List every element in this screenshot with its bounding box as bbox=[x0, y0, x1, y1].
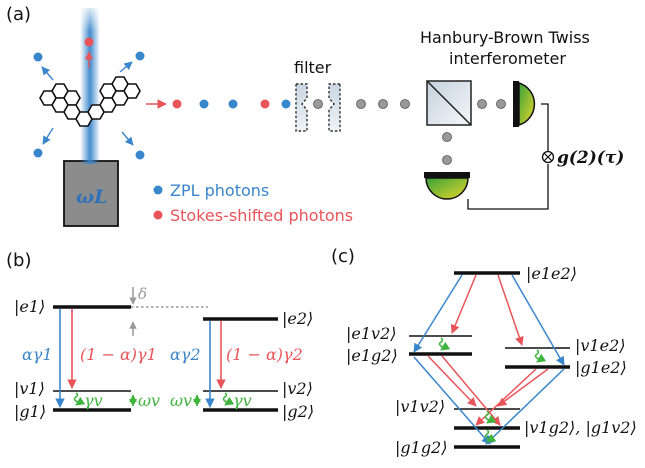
molecule-left bbox=[39, 83, 93, 127]
label-g1: |g1⟩ bbox=[14, 402, 46, 421]
vib-label-2: ωv bbox=[170, 391, 192, 410]
correlator-icon bbox=[541, 150, 555, 164]
stokes-transitions-c bbox=[427, 274, 549, 426]
molecule-right bbox=[87, 76, 141, 120]
energy-levels-c bbox=[409, 271, 570, 449]
photon-stream bbox=[172, 99, 291, 109]
relaxation-2 bbox=[222, 392, 235, 406]
label-e1: |e1⟩ bbox=[14, 297, 45, 316]
g2-label: g(2)(τ) bbox=[557, 148, 624, 168]
detuning-marker bbox=[129, 287, 208, 336]
label-v2: |v2⟩ bbox=[282, 379, 313, 398]
zpl-rate-1: αγ1 bbox=[22, 345, 53, 364]
zpl-transitions-c bbox=[413, 274, 565, 445]
detector-right bbox=[513, 81, 536, 127]
label-e1g2: |e1g2⟩ bbox=[346, 346, 398, 365]
label-v1e2: |v1e2⟩ bbox=[575, 336, 626, 355]
detector-bottom bbox=[424, 172, 470, 200]
legend-zpl-text: ZPL photons bbox=[170, 181, 269, 200]
laser-source bbox=[63, 160, 119, 227]
panel-c-label: (c) bbox=[331, 246, 355, 267]
relaxations-c bbox=[438, 337, 547, 443]
relax-rate-2: γv bbox=[233, 391, 252, 410]
filtered-photons bbox=[313, 99, 506, 165]
label-v1v2: |v1v2⟩ bbox=[395, 397, 445, 416]
label-mixed: |v1g2⟩, |g1v2⟩ bbox=[524, 418, 637, 437]
label-e1e2: |e1e2⟩ bbox=[526, 264, 577, 283]
label-g1g2: |g1g2⟩ bbox=[395, 438, 447, 457]
correlator-wiring bbox=[467, 103, 549, 210]
label-e2: |e2⟩ bbox=[282, 309, 313, 328]
relaxation-1 bbox=[73, 392, 86, 406]
hbt-title-line1: Hanbury-Brown Twiss bbox=[420, 28, 590, 47]
panel-a-label: (a) bbox=[6, 4, 31, 25]
label-g1e2: |g1e2⟩ bbox=[575, 358, 627, 377]
legend-stokes-text: Stokes-shifted photons bbox=[170, 206, 353, 225]
zpl-photon bbox=[33, 51, 145, 160]
stokes-rate-1: (1 − α)γ1 bbox=[80, 345, 157, 364]
vib-label-1: ωv bbox=[138, 391, 160, 410]
energy-levels-b bbox=[53, 305, 278, 412]
delta-label: δ bbox=[138, 285, 147, 303]
label-v1: |v1⟩ bbox=[14, 379, 45, 398]
label-g2: |g2⟩ bbox=[282, 402, 314, 421]
label-e1v2: |e1v2⟩ bbox=[346, 324, 397, 343]
stokes-rate-2: (1 − α)γ2 bbox=[226, 345, 303, 364]
panel-b-label: (b) bbox=[6, 250, 31, 271]
zpl-rate-2: αγ2 bbox=[170, 345, 201, 364]
legend-stokes-marker bbox=[153, 210, 163, 220]
laser-frequency-label: ωL bbox=[76, 186, 107, 208]
hbt-title-line2: interferometer bbox=[449, 49, 566, 68]
legend-zpl-marker bbox=[153, 185, 163, 195]
filter-label: filter bbox=[294, 58, 332, 77]
stokes-photon bbox=[84, 37, 94, 47]
relax-rate-1: γv bbox=[84, 391, 103, 410]
emission-arrows bbox=[41, 61, 134, 146]
beam-splitter bbox=[426, 80, 472, 126]
filter bbox=[295, 83, 341, 132]
